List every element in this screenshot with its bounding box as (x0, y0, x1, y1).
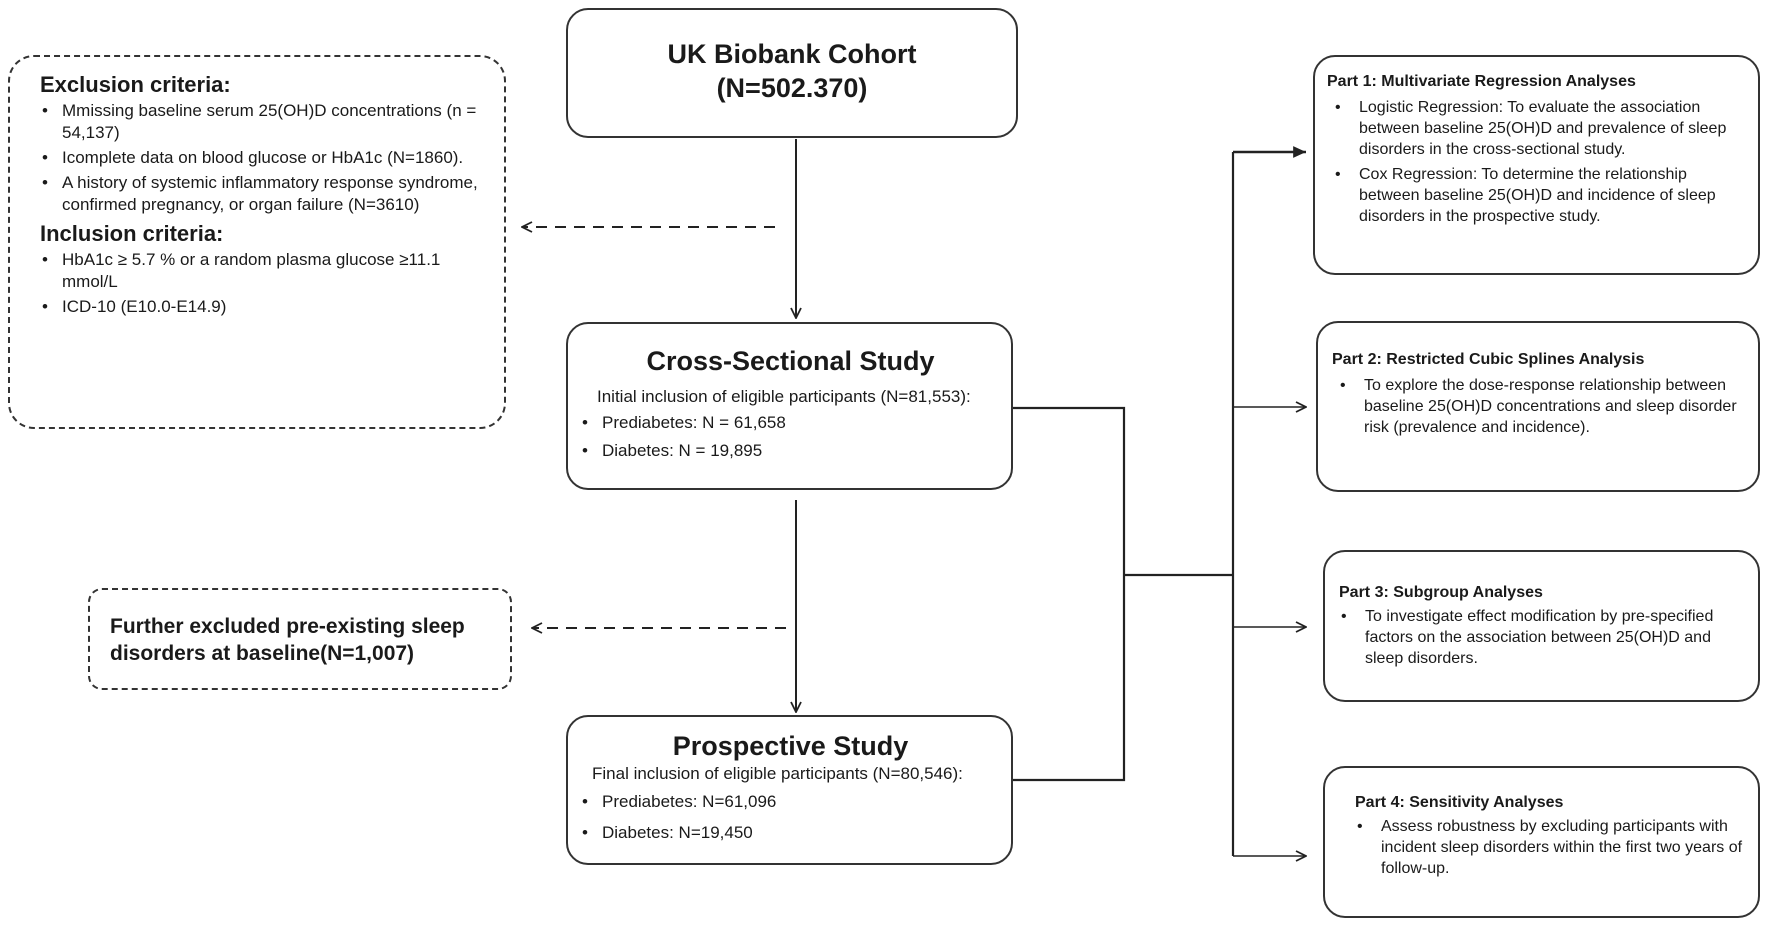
part-2-title: Part 2: Restricted Cubic Splines Analysi… (1332, 351, 1645, 368)
exclusion-title: Exclusion criteria: (40, 72, 231, 97)
part-1-list: Logistic Regression: To evaluate the ass… (1327, 97, 1746, 227)
part-3-list: To investigate effect modification by pr… (1339, 606, 1746, 669)
part-1-item: Logistic Regression: To evaluate the ass… (1333, 97, 1746, 160)
prospective-box: Prospective Study Final inclusion of eli… (566, 715, 1013, 865)
part-4-box: Part 4: Sensitivity Analyses Assess robu… (1323, 766, 1760, 918)
cross-sectional-title: Cross-Sectional Study (646, 346, 935, 376)
bracket-studies (1012, 406, 1126, 782)
inclusion-list: HbA1c ≥ 5.7 % or a random plasma glucose… (40, 249, 492, 318)
prospective-subtitle: Final inclusion of eligible participants… (592, 764, 963, 783)
sleep-exclusion-text: Further excluded pre-existing sleep diso… (110, 615, 465, 665)
exclusion-item: A history of systemic inflammatory respo… (40, 172, 492, 216)
inclusion-item: ICD-10 (E10.0-E14.9) (40, 296, 492, 318)
prospective-title: Prospective Study (672, 731, 909, 761)
exclusion-item: Mmissing baseline serum 25(OH)D concentr… (40, 100, 492, 144)
prospective-item: Prediabetes: N=61,096 (580, 791, 1001, 813)
part-1-title: Part 1: Multivariate Regression Analyses (1327, 73, 1636, 90)
prospective-item: Diabetes: N=19,450 (580, 822, 1001, 844)
cross-sectional-box: Cross-Sectional Study Initial inclusion … (566, 322, 1013, 490)
part-1-item: Cox Regression: To determine the relatio… (1333, 164, 1746, 227)
inclusion-item: HbA1c ≥ 5.7 % or a random plasma glucose… (40, 249, 492, 293)
prospective-list: Prediabetes: N=61,096 Diabetes: N=19,450 (580, 791, 1001, 844)
part-2-list: To explore the dose-response relationshi… (1332, 375, 1746, 438)
cohort-title: UK Biobank Cohort (667, 39, 917, 69)
cohort-count: (N=502.370) (716, 73, 868, 103)
exclusion-item: Icomplete data on blood glucose or HbA1c… (40, 147, 492, 169)
sleep-exclusion-box: Further excluded pre-existing sleep diso… (88, 588, 512, 690)
cross-sectional-list: Prediabetes: N = 61,658 Diabetes: N = 19… (580, 412, 1001, 462)
cross-sectional-item: Prediabetes: N = 61,658 (580, 412, 1001, 434)
part-2-item: To explore the dose-response relationshi… (1338, 375, 1746, 438)
cross-sectional-subtitle: Initial inclusion of eligible participan… (597, 387, 971, 406)
part-3-item: To investigate effect modification by pr… (1339, 606, 1746, 669)
inclusion-title: Inclusion criteria: (40, 221, 224, 246)
part-3-box: Part 3: Subgroup Analyses To investigate… (1323, 550, 1760, 702)
exclusion-list: Mmissing baseline serum 25(OH)D concentr… (40, 100, 492, 216)
criteria-box: Exclusion criteria: Mmissing baseline se… (8, 55, 506, 429)
cohort-box: UK Biobank Cohort (N=502.370) (566, 8, 1018, 138)
part-4-title: Part 4: Sensitivity Analyses (1355, 794, 1564, 811)
part-4-item: Assess robustness by excluding participa… (1355, 816, 1746, 879)
part-1-box: Part 1: Multivariate Regression Analyses… (1313, 55, 1760, 275)
part-4-list: Assess robustness by excluding participa… (1355, 816, 1746, 879)
cross-sectional-item: Diabetes: N = 19,895 (580, 440, 1001, 462)
part-2-box: Part 2: Restricted Cubic Splines Analysi… (1316, 321, 1760, 492)
part-3-title: Part 3: Subgroup Analyses (1339, 584, 1543, 601)
